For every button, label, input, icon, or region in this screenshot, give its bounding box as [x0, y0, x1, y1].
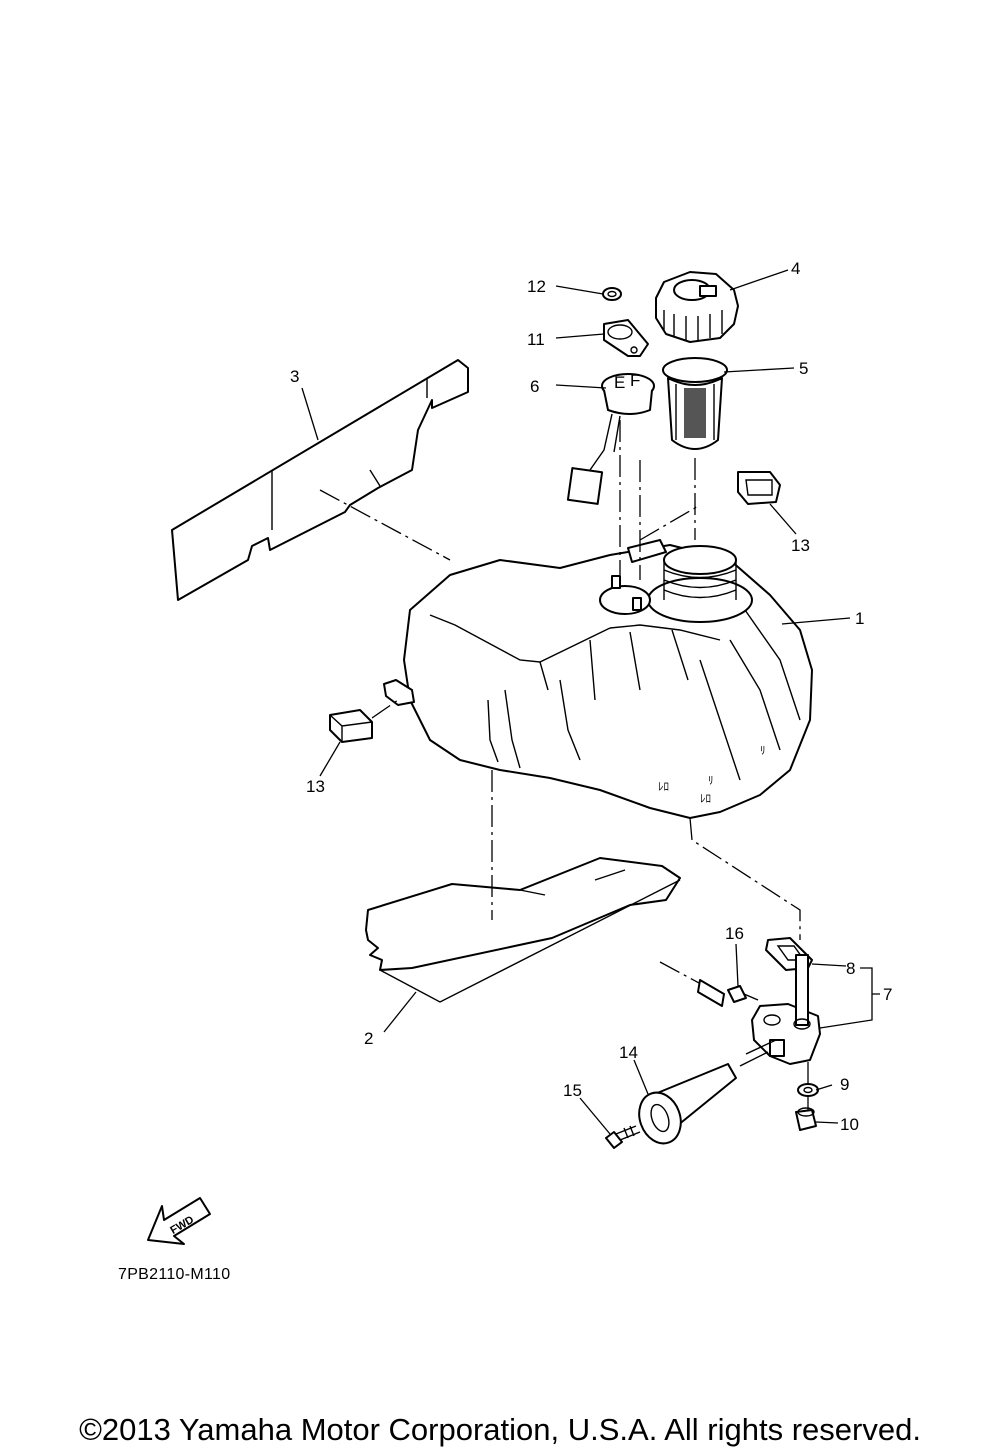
part-15-screw[interactable] — [605, 1125, 641, 1149]
callout-9: 9 — [840, 1075, 849, 1094]
part-7-fuel-cock[interactable] — [659, 954, 821, 1065]
part-11-gasket[interactable] — [603, 319, 649, 357]
callout-4: 4 — [791, 259, 800, 278]
part-14-lever[interactable] — [632, 1051, 769, 1149]
callout-2: 2 — [364, 1029, 373, 1048]
part-16-screw[interactable] — [727, 985, 759, 1003]
part-13-damper-right[interactable] — [737, 471, 781, 505]
callout-13-right: 13 — [791, 536, 810, 555]
part-10-bolt[interactable] — [795, 1107, 817, 1131]
part-1-fuel-tank[interactable]: ﾚﾛ ﾚﾛ ﾘ ﾘ — [403, 539, 813, 819]
callout-1: 1 — [855, 609, 864, 628]
callout-6: 6 — [530, 377, 539, 396]
diagram-code: 7PB2110-M110 — [118, 1266, 231, 1283]
part-13-damper-left[interactable] — [329, 679, 415, 743]
callout-13-left: 13 — [306, 777, 325, 796]
part-9-washer[interactable] — [797, 1083, 819, 1097]
fwd-arrow-icon: FWD — [147, 1197, 211, 1245]
callout-3: 3 — [290, 367, 299, 386]
part-3-upper-shield[interactable] — [171, 359, 469, 601]
gauge-mark-f: F — [630, 371, 640, 390]
leader-lines — [301, 269, 880, 1135]
callout-5: 5 — [799, 359, 808, 378]
svg-text:ﾚﾛ: ﾚﾛ — [658, 781, 669, 793]
callout-7: 7 — [883, 985, 892, 1004]
alignment-lines — [319, 420, 809, 1110]
part-4-fuel-cap[interactable] — [655, 271, 739, 343]
svg-text:ﾚﾛ: ﾚﾛ — [700, 793, 711, 805]
part-6-fuel-sender[interactable]: E F — [566, 371, 655, 505]
callout-12: 12 — [527, 277, 546, 296]
callout-14: 14 — [619, 1043, 638, 1062]
copyright-notice: ©2013 Yamaha Motor Corporation, U.S.A. A… — [79, 1412, 921, 1447]
part-12-grommet[interactable] — [602, 287, 622, 301]
svg-text:ﾘ: ﾘ — [760, 745, 766, 757]
callout-16: 16 — [725, 924, 744, 943]
svg-text:ﾘ: ﾘ — [708, 775, 714, 787]
callout-10: 10 — [840, 1115, 859, 1134]
callout-11: 11 — [527, 330, 545, 349]
gauge-mark-e: E — [614, 373, 625, 392]
callout-8: 8 — [846, 959, 855, 978]
part-5-strainer[interactable] — [662, 357, 728, 450]
callout-15: 15 — [563, 1081, 582, 1100]
part-2-lower-shield[interactable] — [365, 857, 681, 1003]
